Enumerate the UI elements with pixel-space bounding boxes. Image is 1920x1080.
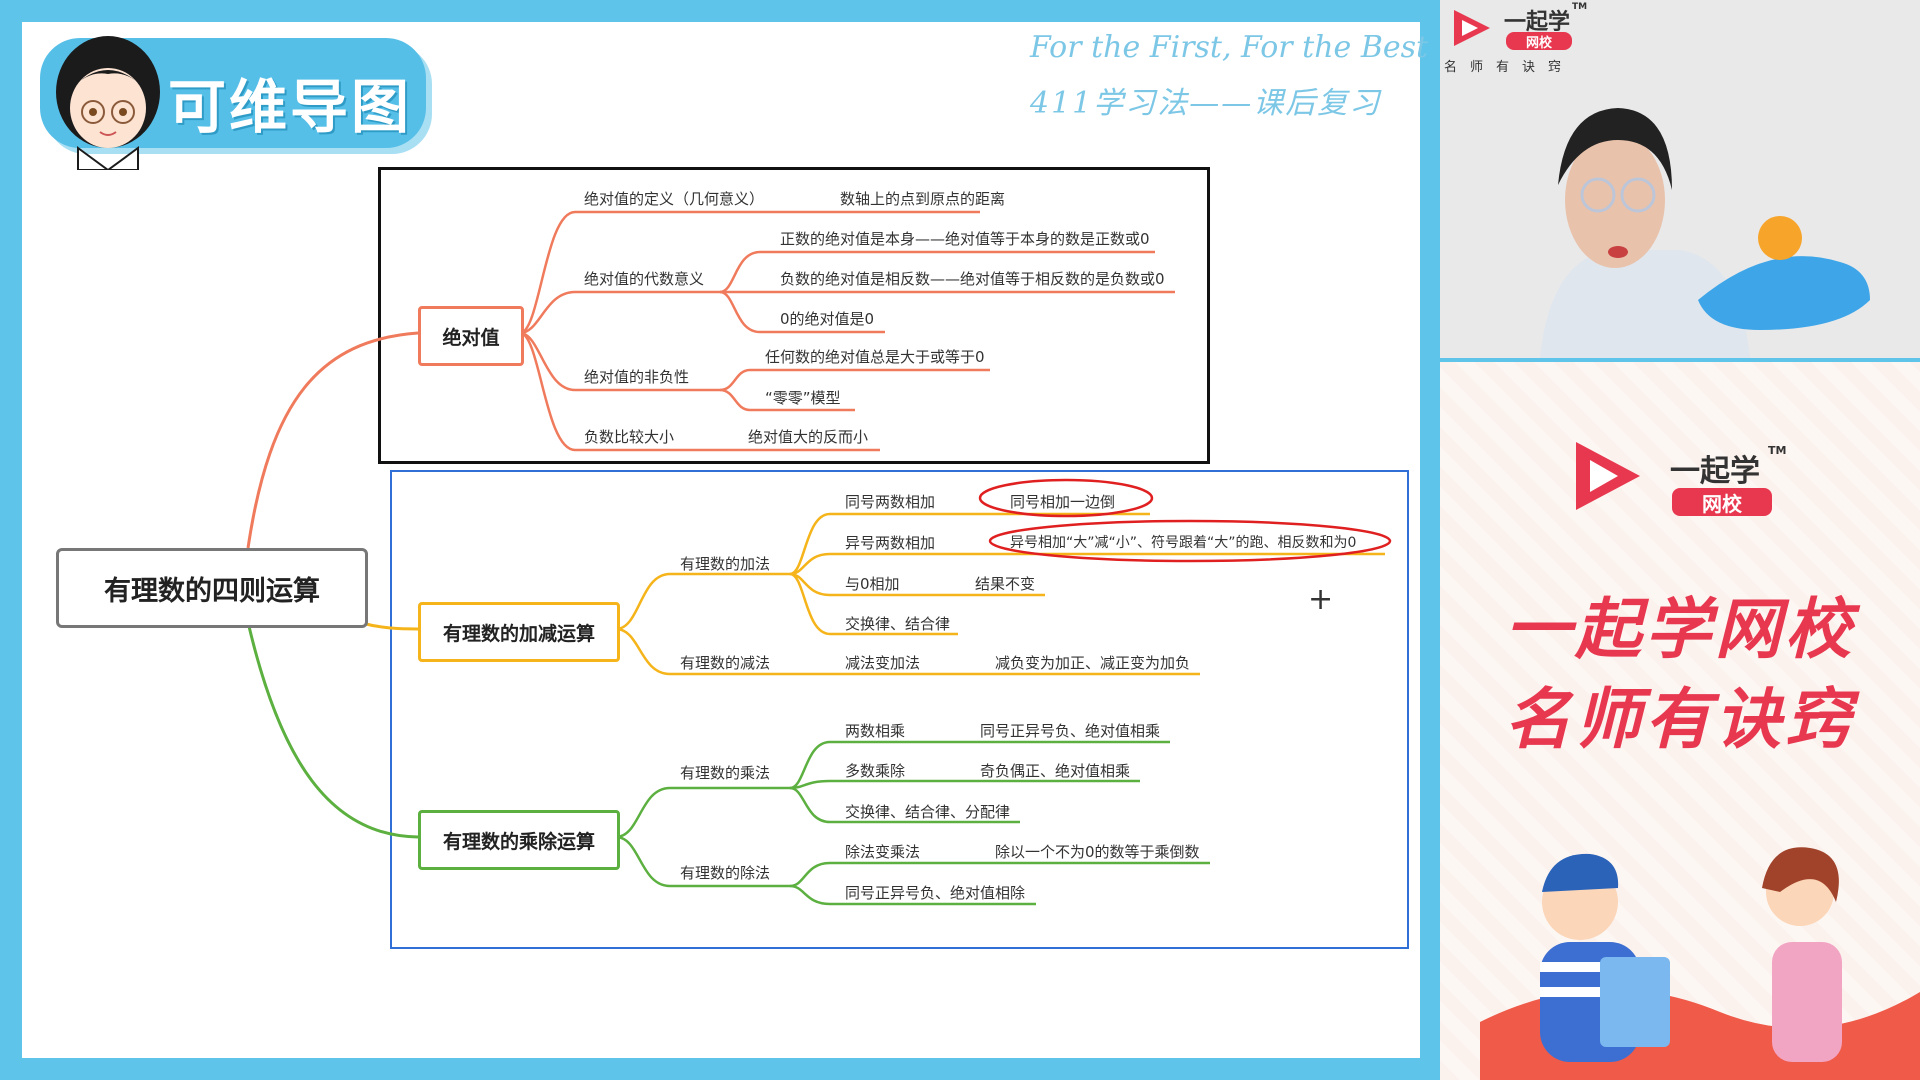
add-diff: 异号两数相加 — [845, 534, 936, 552]
mul-div-node: 有理数的乘除运算 — [418, 810, 620, 870]
mul-two: 两数相乘 — [845, 722, 906, 740]
abs-nonneg-1: 任何数的绝对值总是大于或等于0 — [765, 348, 985, 366]
teacher-avatar-icon — [56, 36, 160, 170]
div-rule: 除法变乘法 — [845, 843, 921, 861]
slogan-line-1: For the First, For the Best! — [1030, 30, 1441, 65]
operations-frame — [390, 470, 1409, 949]
promo-line-1: 一起学网校 — [1505, 591, 1855, 668]
mul-law: 交换律、结合律、分配律 — [845, 803, 1011, 821]
abs-def: 绝对值的定义（几何意义） — [584, 190, 765, 208]
abs-alg-pos: 正数的绝对值是本身——绝对值等于本身的数是正数或0 — [780, 230, 1150, 248]
brand-tm-large: TM — [1768, 444, 1787, 457]
brand-play-icon — [1454, 10, 1490, 46]
brand-play-icon-large — [1576, 442, 1640, 510]
add-zero-value: 结果不变 — [975, 575, 1036, 593]
sub-rule: 减法变加法 — [845, 654, 921, 672]
cartoon-kids-illustration — [1480, 847, 1920, 1080]
promo-line-2: 名师有诀窍 — [1505, 681, 1855, 758]
sub-rule-value: 减负变为加正、减正变为加负 — [995, 654, 1191, 672]
abs-alg-neg: 负数的绝对值是相反数——绝对值等于相反数的是负数或0 — [780, 270, 1165, 288]
teacher-video — [1440, 0, 1920, 358]
mul-multi-value: 奇负偶正、绝对值相乘 — [980, 762, 1131, 780]
abs-def-value: 数轴上的点到原点的距离 — [840, 190, 1006, 208]
add-same-value: 同号相加一边倒 — [1010, 493, 1116, 511]
cursor-crosshair-icon: + — [1308, 582, 1334, 617]
div-rule-value: 除以一个不为0的数等于乘倒数 — [995, 843, 1200, 861]
abs-frame — [378, 167, 1210, 464]
div-label: 有理数的除法 — [680, 864, 771, 882]
add-same: 同号两数相加 — [845, 493, 936, 511]
mindmap-connectors — [246, 210, 1392, 906]
root-node: 有理数的四则运算 — [56, 548, 368, 628]
brand-name-top: 一起学 — [1504, 10, 1571, 35]
slogan-line-2: 411学习法——课后复习 — [1030, 86, 1382, 121]
abs-nonneg: 绝对值的非负性 — [584, 368, 690, 386]
div-rule-2: 同号正异号负、绝对值相除 — [845, 884, 1026, 902]
abs-cmp-value: 绝对值大的反而小 — [748, 428, 869, 446]
sub-label: 有理数的减法 — [680, 654, 771, 672]
add-label: 有理数的加法 — [680, 555, 771, 573]
brand-slogan-top: 名师有诀窍 — [1444, 60, 1575, 75]
abs-nonneg-2: “零零”模型 — [765, 389, 841, 407]
abs-alg-zero: 0的绝对值是0 — [780, 310, 875, 328]
brand-tm-top: TM — [1572, 2, 1588, 12]
panel-divider — [1428, 0, 1440, 1080]
mul-multi: 多数乘除 — [845, 762, 906, 780]
brand-name-large: 一起学 — [1670, 454, 1760, 489]
add-zero: 与0相加 — [845, 575, 900, 593]
logo-title: 可维导图 — [168, 73, 413, 141]
brand-tag-large: 网校 — [1672, 488, 1772, 516]
abs-alg: 绝对值的代数意义 — [584, 270, 705, 288]
add-law: 交换律、结合律 — [845, 615, 951, 633]
brand-tag-top: 网校 — [1506, 32, 1572, 51]
abs-node: 绝对值 — [418, 306, 524, 366]
abs-cmp: 负数比较大小 — [584, 428, 675, 446]
highlight-ellipse-2 — [988, 519, 1392, 563]
add-diff-value: 异号相加“大”减“小”、符号跟着“大”的跑、相反数和为0 — [1010, 535, 1357, 551]
teacher-figure-icon — [1440, 0, 1920, 358]
promo-panel: 一起学 TM 网校 一起学网校 名师有诀窍 — [1440, 362, 1920, 1080]
mul-label: 有理数的乘法 — [680, 764, 771, 782]
highlight-ellipse-1 — [978, 478, 1154, 518]
add-sub-node: 有理数的加减运算 — [418, 602, 620, 662]
mul-two-value: 同号正异号负、绝对值相乘 — [980, 722, 1161, 740]
